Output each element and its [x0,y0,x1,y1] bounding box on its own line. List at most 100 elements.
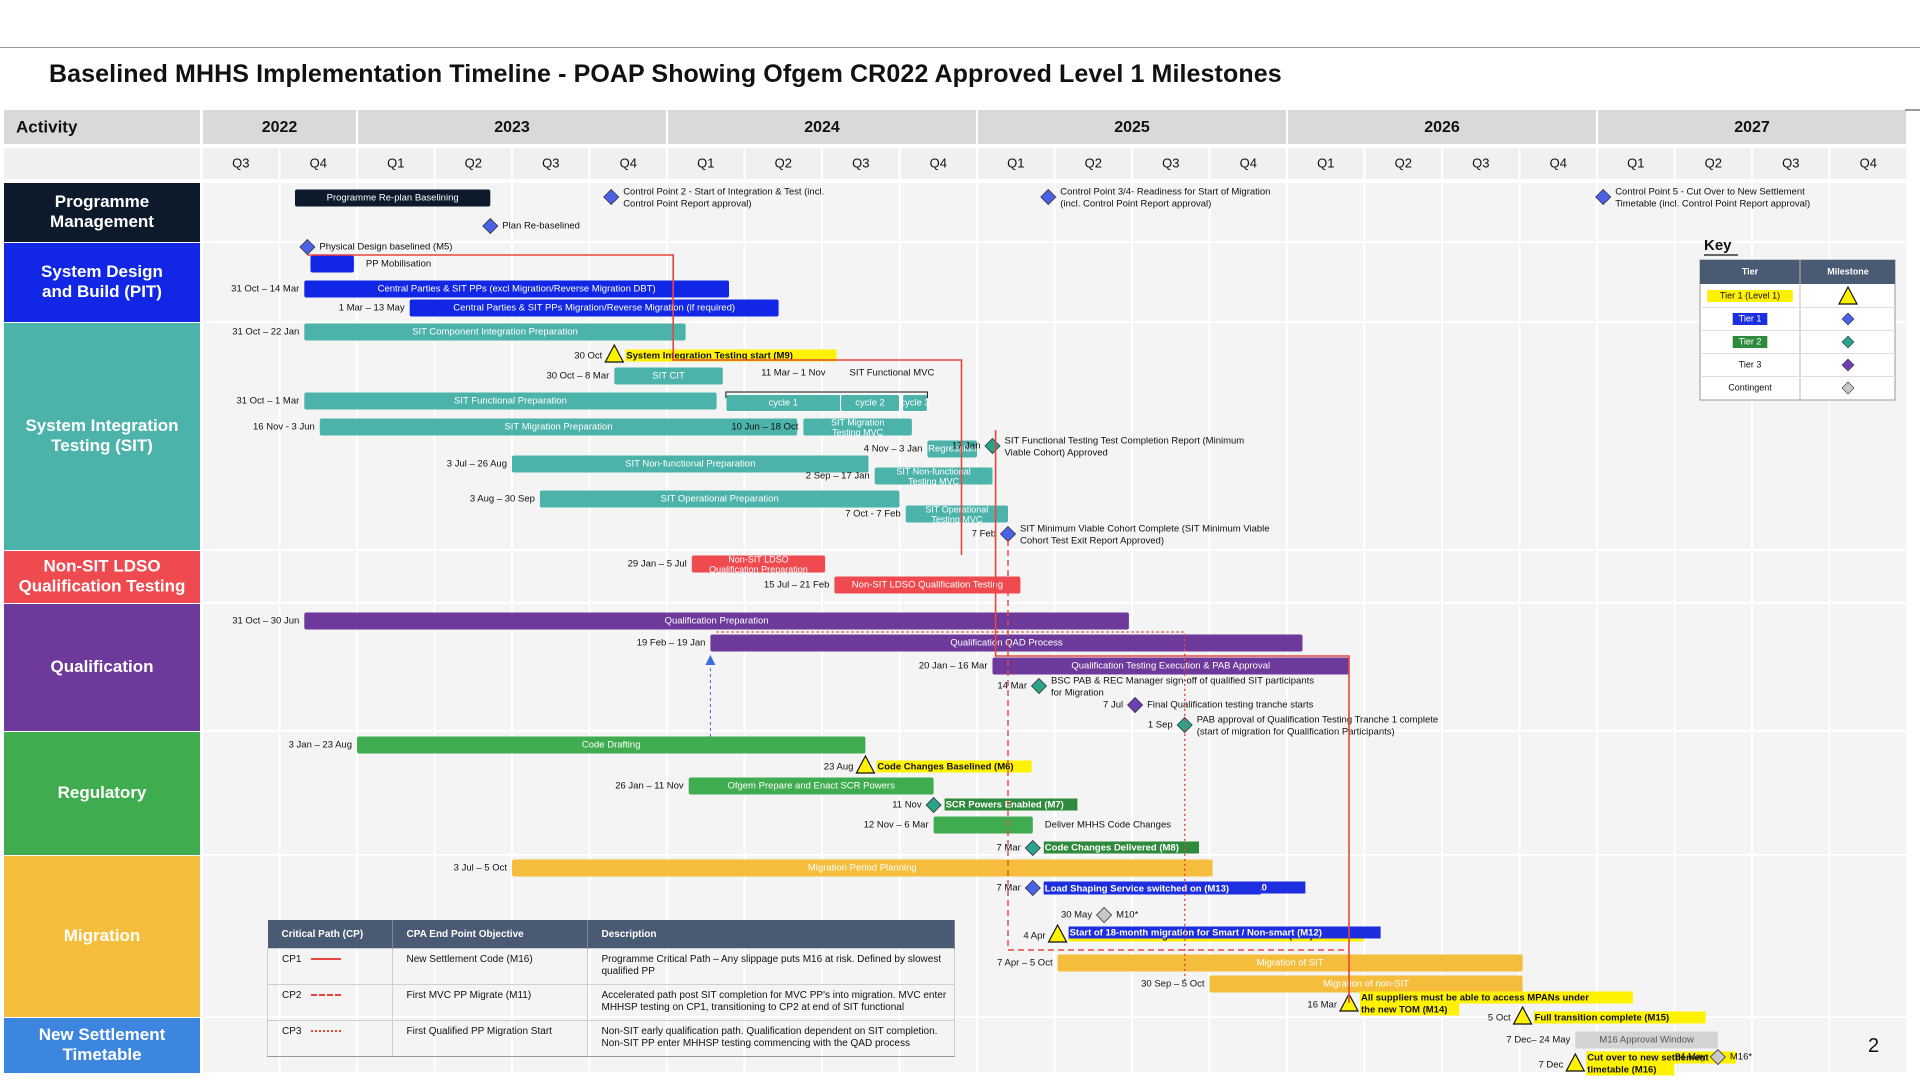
milestone-label: Plan Re-baselined [502,221,580,232]
bar-label: Migration Period Planning [808,863,917,874]
critical-path-cp1 [307,254,963,555]
milestone-label-highlight [1360,1003,1460,1016]
bar-date: 19 Feb – 19 Jan [637,638,706,649]
gantt-bar [512,455,869,473]
milestone-label: Code Changes Delivered (M8) [1045,843,1179,854]
milestone-label: for Migration [1051,688,1104,699]
quarter-label: Q4 [620,155,637,170]
bar-date: 31 Oct – 14 Mar [231,284,299,295]
milestone-date: 16 Mar [1307,1000,1337,1011]
bar-date: 30 Sep – 5 Oct [1141,979,1205,990]
bar-date: 4 Nov – 3 Jan [864,444,923,455]
milestone-label: Cohort Test Exit Report Approved) [1020,536,1164,547]
bar-date: 1 Mar – 13 May [339,303,405,314]
quarter-cell [1753,148,1829,179]
milestone-date: 30 May [1061,910,1092,921]
milestone-label: (start of migration for Qualification Pa… [1197,727,1395,738]
swimlane-1 [4,243,200,322]
key-tier-highlight [1732,313,1768,325]
milestone-label: SCR Powers Enabled (M7) [946,800,1064,811]
bar-label: cycle 2 [855,398,885,409]
year-cell [1598,110,1906,144]
quarter-label: Q3 [1162,155,1179,170]
milestone-label: the new TOM (M14) [1361,1005,1447,1016]
swimlane-label: Management [50,212,154,231]
cp-id: CP3 [282,1026,302,1037]
swimlane-4 [4,604,200,731]
bar-date: 3 Jul – 26 Aug [447,459,507,470]
bar-date: 31 Oct – 1 Mar [236,396,299,407]
bar-label: Programme Re-plan Baselining [327,193,459,204]
cp-line-dotted [311,1030,342,1033]
key-tier1-level1-icon [1838,285,1858,305]
bar-date: 2 Sep – 17 Jan [806,471,870,482]
bar-date: 31 Oct – 30 Jun [232,616,299,627]
milestone-tier1-icon [1047,923,1068,943]
quarter-label: Q1 [1627,155,1644,170]
bar-date: 31 Oct – 22 Jan [232,327,299,338]
quarter-label: Q2 [775,155,792,170]
milestone-label: (incl. Control Point Report approval) [1060,199,1211,210]
milestone-label-highlight [944,798,1078,811]
critical-path-cp2 [1007,540,1349,951]
gantt-bar [357,736,866,754]
bar-label: Non-SIT LDSO Qualification Testing [852,580,1003,591]
milestone-label: BSC PAB & REC Manager sign-off of qualif… [1051,676,1314,687]
critical-path-cp1-continued [994,430,1350,1003]
milestone-date: 30 Oct [574,351,602,362]
gantt-bar [840,394,900,412]
year-cell [203,110,356,144]
quarter-activity-cell [4,148,200,179]
bar-label: M16 Approval Window [1599,1035,1694,1046]
bar-date: 30 Oct – 8 Mar [546,371,609,382]
bar-label: Central Parties & SIT PPs Migration/Reve… [453,303,735,314]
gantt-bar [1575,1031,1718,1049]
cp-objective: First MVC PP Migrate (M11) [392,984,588,1021]
swimlane-label: Regulatory [58,783,147,802]
bar-label: cycle 3 [900,398,930,409]
bar-label: SIT CIT [652,371,685,382]
year-label: 2027 [1734,119,1770,136]
bar-label: Testing MVC [931,514,983,524]
quarter-label: Q1 [387,155,404,170]
bar-date: 20 Jan – 16 Mar [919,661,988,672]
year-label: 2025 [1114,119,1150,136]
milestone-date: 7 Feb [972,529,996,540]
bar-date: 10 Jun – 18 Oct [731,422,798,433]
swimlane-label: Migration [64,926,141,945]
milestone-diamond-icon [1709,1048,1726,1066]
quarter-cell [1133,148,1209,179]
swimlane-3 [4,551,200,603]
milestone-tier1-icon [1565,1052,1586,1072]
bar-label: SIT Operational Preparation [661,494,779,505]
bar-date: 7 Apr – 5 Oct [997,958,1053,969]
gantt-bar [614,367,723,385]
quarter-cell [435,148,511,179]
milestone-label-highlight [1586,1063,1675,1076]
bar-label: Qualification QAD Process [950,638,1063,649]
milestone-label: Timetable (incl. Control Point Report ap… [1615,199,1810,210]
milestone-date: 17 Jan [952,441,981,452]
milestone-date: 11 Mar – 1 Nov [761,368,825,379]
milestone-label: Control Point 5 - Cut Over to New Settle… [1615,187,1805,198]
quarter-label: Q2 [1705,155,1722,170]
milestone-label: Control Point 2 - Start of Integration &… [623,187,824,198]
milestone-diamond-icon [1127,696,1144,714]
key-tier-label: Tier 1 [1739,313,1762,323]
year-cell [978,110,1286,144]
cp-line-dashed [311,994,342,997]
bar-label: Regression [928,444,976,455]
milestone-label: Start of 18-month migration for Smart / … [1070,928,1322,939]
milestone-label: SIT Minimum Viable Cohort Complete (SIT … [1020,524,1270,535]
cp-id: CP2 [282,990,302,1001]
swimlane-label: Testing (SIT) [51,436,153,455]
cp-row: CP1 New Settlement Code (M16) Programme … [267,948,955,985]
bar-label: Migration of non-SIT [1323,979,1409,990]
bar-label: SIT Non-functional Preparation [625,459,755,470]
milestone-date: 7 Jul [1103,700,1123,711]
year-cell [1288,110,1596,144]
quarter-label: Q1 [1317,155,1334,170]
gantt-bar [319,418,798,436]
critical-path-table: Critical Path (CP) CPA End Point Objecti… [267,920,955,1057]
cp-header-cp: Critical Path (CP) [267,920,393,949]
